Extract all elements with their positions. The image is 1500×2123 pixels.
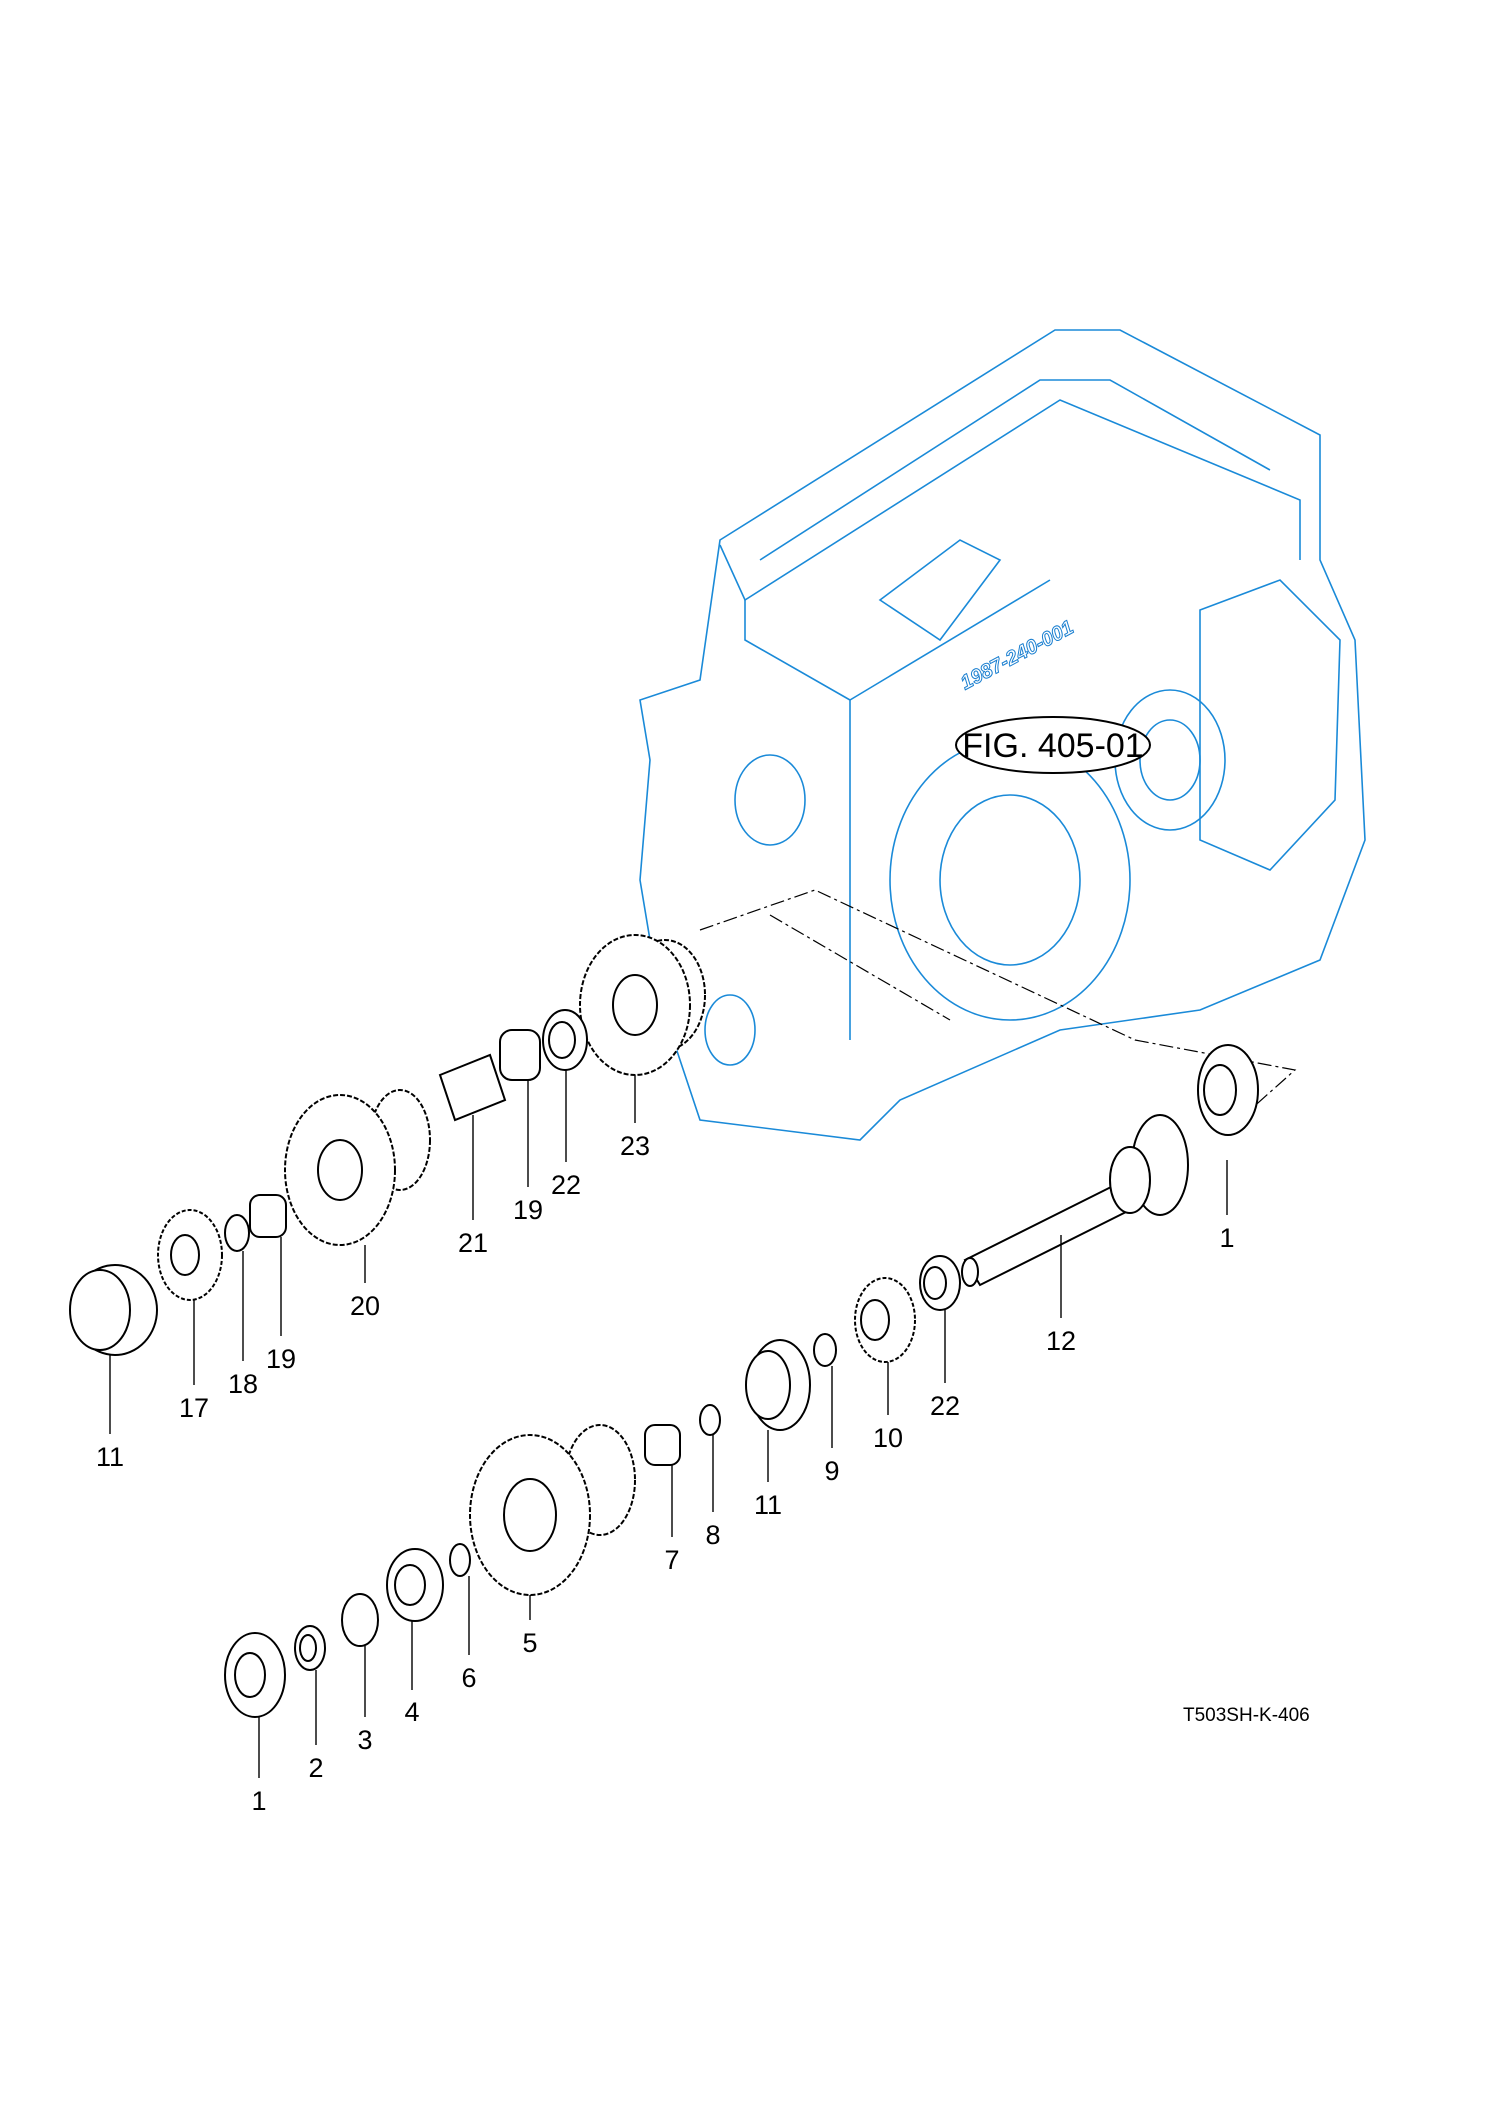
callout-6: 6 [461,1663,476,1693]
casting-number: 1987-240-001 [957,617,1077,695]
snap-ring-3 [341,1593,379,1647]
callout-18: 18 [228,1369,258,1399]
snap-ring-8 [699,1404,721,1436]
callout-8: 8 [705,1520,720,1550]
figure-reference-link[interactable]: FIG. 405-01 [955,716,1151,774]
callout-17: 17 [179,1393,209,1423]
gear-17 [157,1209,223,1301]
callout-19: 19 [266,1344,296,1374]
callout-21: 21 [458,1228,488,1258]
callout-22: 22 [551,1170,581,1200]
svg-text:FIG. 405-01[interactable]: FIG. 405-01 [962,727,1143,765]
callout-1: 1 [1219,1223,1234,1253]
callout-labels: 1 1 2 3 4 5 6 7 8 9 10 11 11 12 17 18 19… [96,1131,1235,1816]
gear-10 [854,1277,916,1363]
callout-4: 4 [404,1697,419,1727]
callout-11: 11 [754,1490,782,1520]
callout-19: 19 [513,1195,543,1225]
bearing-4 [386,1548,444,1622]
alignment-line [699,889,1297,1111]
callout-20: 20 [350,1291,380,1321]
callout-10: 10 [873,1423,903,1453]
washer-22-upper [542,1009,588,1071]
gear-23 [579,934,706,1076]
callout-5: 5 [522,1628,537,1658]
callout-3: 3 [357,1725,372,1755]
callout-9: 9 [824,1456,839,1486]
sleeve-11-upper [69,1264,158,1356]
callout-23: 23 [620,1131,650,1161]
shaft-12 [961,1114,1189,1287]
needle-bearing-19-lower [249,1194,287,1238]
drawing-code: T503SH-K-406 [1183,1705,1310,1726]
leader-lines [109,1070,1228,1778]
needle-bearing-19-upper [499,1029,541,1081]
snap-ring-6 [449,1543,471,1577]
needle-bearing-7 [644,1424,681,1466]
bearing-1-top [1197,1044,1259,1136]
callout-7: 7 [664,1545,679,1575]
snap-ring-18 [224,1214,250,1252]
sleeve-11-lower [745,1339,811,1431]
washer-2 [294,1625,326,1671]
washer-22-lower [919,1255,961,1311]
callout-2: 2 [308,1753,323,1783]
callout-11: 11 [96,1442,124,1472]
callout-12: 12 [1046,1326,1076,1356]
parts [69,934,1259,1718]
bearing-1-lower [224,1632,286,1718]
callout-1: 1 [251,1786,266,1816]
gear-20 [284,1089,431,1246]
gear-5 [469,1424,636,1596]
callout-22: 22 [930,1391,960,1421]
snap-ring-9 [813,1333,837,1367]
collar-21 [438,1053,507,1122]
